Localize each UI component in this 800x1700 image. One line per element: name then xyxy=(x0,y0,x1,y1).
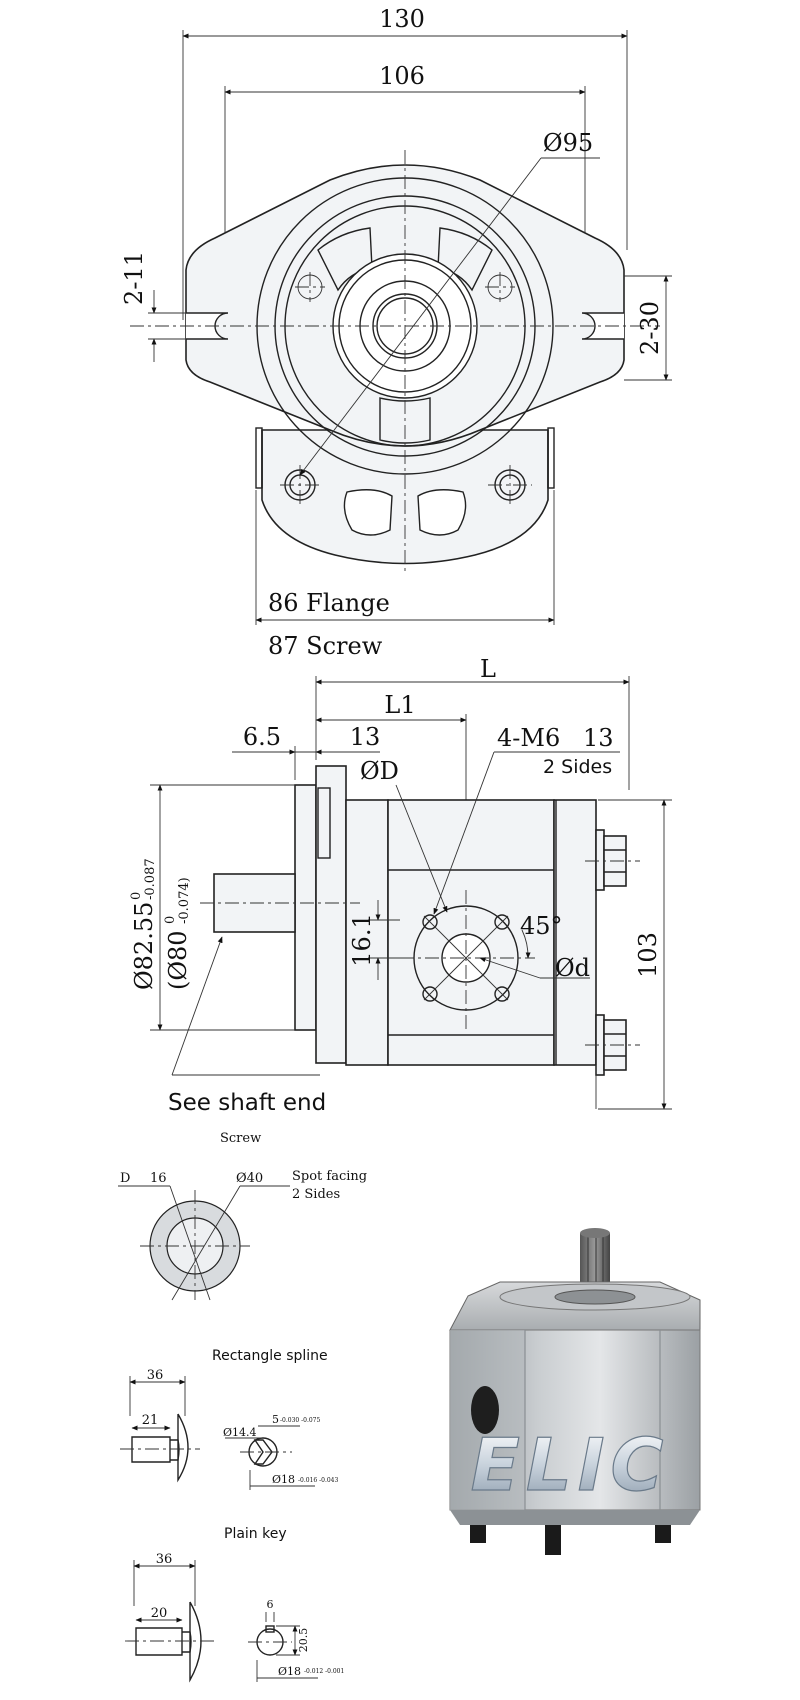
product-photo: ELIC xyxy=(449,1228,701,1555)
dim-height: 103 xyxy=(634,932,662,978)
dim-port-D: ØD xyxy=(360,757,399,785)
screw-sides: 2 Sides xyxy=(292,1187,340,1202)
plain-key-detail: Plain key 36 20 6 20.5 Ø18 -0.012 -0.001 xyxy=(125,1526,344,1683)
dim-left-slot: 2-11 xyxy=(120,251,148,305)
dim-pilot-alt-lower-tol: -0.074) xyxy=(177,877,192,924)
dim-pilot-alt: (Ø80 xyxy=(164,930,192,990)
screw-label-D: D xyxy=(120,1171,130,1186)
dim-length: L xyxy=(480,655,496,683)
dim-pilot-main: Ø82.55 xyxy=(130,902,158,990)
key-title: Plain key xyxy=(224,1526,287,1542)
screw-dim-16: 16 xyxy=(150,1171,167,1186)
dim-shaft-offset: 6.5 xyxy=(243,723,281,751)
key-dim-key-height: 20.5 xyxy=(297,1628,310,1653)
screw-spot-facing: Spot facing xyxy=(292,1169,367,1184)
dim-screw: 87 Screw xyxy=(268,632,383,660)
brand-logo: ELIC xyxy=(471,1423,670,1507)
dim-flange: 86 Flange xyxy=(268,589,390,617)
dim-overall-width: 130 xyxy=(379,5,425,33)
dim-port-offset: 16.1 xyxy=(348,913,376,966)
dim-thread-depth: 13 xyxy=(583,724,614,752)
spline-dim-outer: Ø18 xyxy=(272,1473,295,1486)
key-dim-length: 36 xyxy=(156,1552,173,1567)
screw-title: Screw xyxy=(220,1131,261,1146)
dim-angle: 45° xyxy=(520,912,563,940)
key-dim-shaft: Ø18 xyxy=(278,1665,301,1678)
dim-sides: 2 Sides xyxy=(543,756,612,778)
dim-port-thread: 4-M6 xyxy=(497,724,560,752)
screw-dim-40: Ø40 xyxy=(236,1171,263,1186)
dim-pilot-lower-tol: -0.087 xyxy=(143,858,158,900)
screw-detail: Screw D 16 Ø40 Spot facing 2 Sides xyxy=(118,1131,367,1301)
spline-title: Rectangle spline xyxy=(212,1348,328,1364)
spline-dim-spline-length: 21 xyxy=(142,1413,159,1428)
key-dim-key-width: 6 xyxy=(267,1598,274,1611)
dim-right-slot: 2-30 xyxy=(636,301,664,355)
key-dim-shaft-tol: -0.012 -0.001 xyxy=(304,1668,344,1675)
dim-port-d: Ød xyxy=(555,954,590,982)
spline-dim-width: 5 xyxy=(272,1413,279,1426)
front-view: 130 106 xyxy=(120,5,672,660)
spline-dim-outer-tol: -0.016 -0.043 xyxy=(298,1477,338,1484)
dim-mount-centers: 106 xyxy=(379,62,425,90)
dim-pilot-upper-tol: 0 xyxy=(129,892,144,900)
dim-pilot-alt-upper-tol: 0 xyxy=(163,916,178,924)
dim-pilot-diameter: Ø95 xyxy=(543,129,593,157)
spline-dim-width-tol: -0.030 -0.075 xyxy=(280,1417,320,1424)
shaft-note: See shaft end xyxy=(168,1090,326,1116)
side-view: L L1 6.5 13 xyxy=(129,655,672,1116)
dim-flange-thickness: 13 xyxy=(350,723,381,751)
dim-length-1: L1 xyxy=(384,691,415,719)
rectangle-spline-detail: Rectangle spline 36 21 Ø14.4 5 -0.030 -0… xyxy=(120,1348,338,1490)
key-dim-key-length: 20 xyxy=(151,1606,168,1621)
spline-dim-length: 36 xyxy=(147,1368,164,1383)
spline-dim-inner: Ø14.4 xyxy=(223,1426,257,1439)
